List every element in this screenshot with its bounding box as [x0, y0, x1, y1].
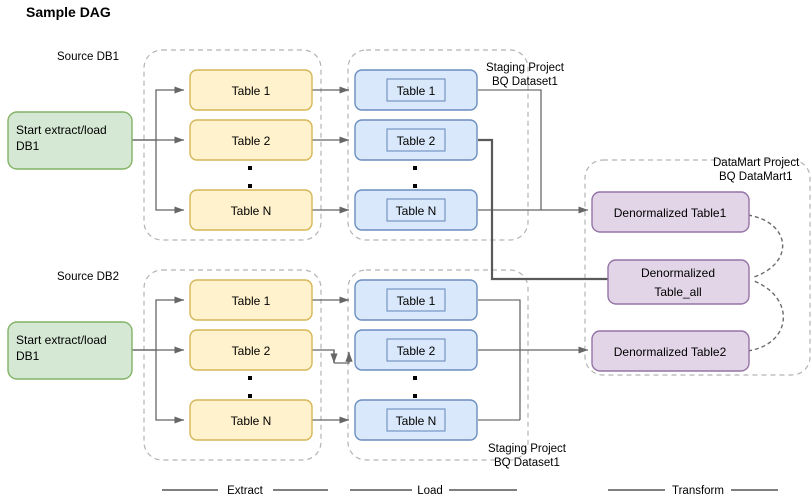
extract-top-table-2-box[interactable] — [189, 119, 313, 161]
load-bottom-table-n-label: Table N — [396, 414, 437, 428]
denormalized-table-all-line2: Table_all — [654, 285, 701, 299]
extract-top-table-n-label: Table N — [231, 204, 272, 218]
load-bottom-table-1-box[interactable] — [354, 279, 478, 321]
load-bottom-table-n-inner — [386, 408, 446, 432]
group-datamart — [584, 159, 811, 376]
node-denormalized-table-all[interactable]: Denormalized Table_all — [607, 259, 750, 305]
extract-bottom-table-1-label: Table 1 — [232, 294, 271, 308]
ellipsis-dot — [248, 394, 252, 398]
load-top-table-1-inner — [386, 78, 446, 102]
label-staging-top-line1: Staging Project — [486, 62, 565, 74]
load-top-table-2-label: Table 2 — [397, 134, 436, 148]
node-denormalized-table2[interactable]: Denormalized Table2 — [591, 330, 750, 372]
legend-load: Load — [350, 485, 517, 497]
extract-bottom-table-1[interactable]: Table 1 — [189, 279, 313, 321]
extract-top-table-1[interactable]: Table 1 — [189, 69, 313, 111]
extract-bottom-table-n-box[interactable] — [189, 399, 313, 441]
ellipsis-dot — [248, 184, 252, 188]
extract-top-table-n[interactable]: Table N — [189, 189, 313, 231]
label-source-db1: Source DB1 — [57, 51, 119, 63]
start-db2-line2: DB1 — [16, 349, 40, 363]
group-source-db2 — [143, 269, 322, 461]
load-bottom-table-2-inner — [386, 338, 446, 362]
denormalized-table1-label: Denormalized Table1 — [614, 206, 727, 220]
ellipsis-dot — [248, 166, 252, 170]
load-top-table-1-box[interactable] — [354, 69, 478, 111]
extract-top-table-1-box[interactable] — [189, 69, 313, 111]
extract-bottom-table-2-label: Table 2 — [232, 344, 271, 358]
ellipsis-dot — [413, 394, 417, 398]
label-staging-bottom-line1: Staging Project — [488, 443, 567, 455]
denormalized-table1-box[interactable] — [591, 191, 750, 233]
load-top-table-n[interactable]: Table N — [354, 189, 478, 231]
load-bottom-table-2-label: Table 2 — [397, 344, 436, 358]
group-source-db1 — [143, 49, 322, 241]
curve-table2-to-tableall — [747, 280, 784, 352]
page-title: Sample DAG — [26, 4, 111, 20]
start-db2-box[interactable] — [7, 321, 133, 380]
load-top-table-n-inner — [386, 198, 446, 222]
curve-table1-to-tableall — [747, 214, 784, 278]
load-bottom-table-2[interactable]: Table 2 — [354, 329, 478, 371]
node-start-db2[interactable]: Start extract/load DB1 — [7, 321, 133, 380]
denormalized-table-all-line1: Denormalized — [641, 266, 715, 280]
label-datamart-line2: BQ DataMart1 — [719, 171, 793, 183]
ellipsis-dot — [413, 166, 417, 170]
load-top-table-1-label: Table 1 — [397, 84, 436, 98]
extract-bottom-table-2[interactable]: Table 2 — [189, 329, 313, 371]
load-bottom-table-n-box[interactable] — [354, 399, 478, 441]
extract-bottom-table-n[interactable]: Table N — [189, 399, 313, 441]
extract-top-table-1-label: Table 1 — [232, 84, 271, 98]
load-bottom-table-1-label: Table 1 — [397, 294, 436, 308]
load-bottom-table-n[interactable]: Table N — [354, 399, 478, 441]
load-top-table-1[interactable]: Table 1 — [354, 69, 478, 111]
load-top-table-2-box[interactable] — [354, 119, 478, 161]
group-staging-bottom — [347, 269, 529, 461]
node-denormalized-table1[interactable]: Denormalized Table1 — [591, 191, 750, 233]
legend-extract-label: Extract — [227, 485, 264, 497]
extract-bottom-table-1-box[interactable] — [189, 279, 313, 321]
load-bottom-table-2-box[interactable] — [354, 329, 478, 371]
extract-top-table-n-box[interactable] — [189, 189, 313, 231]
extract-top-table-2[interactable]: Table 2 — [189, 119, 313, 161]
load-top-table-n-box[interactable] — [354, 189, 478, 231]
denormalized-table2-box[interactable] — [591, 330, 750, 372]
ellipsis-dot — [248, 376, 252, 380]
extract-bottom-table-2-box[interactable] — [189, 329, 313, 371]
load-top-table-2-inner — [386, 128, 446, 152]
label-datamart-line1: DataMart Project — [713, 157, 800, 169]
load-top-table-n-label: Table N — [396, 204, 437, 218]
label-source-db2: Source DB2 — [57, 271, 119, 283]
legend-transform-label: Transform — [672, 485, 724, 497]
start-db1-line2: DB1 — [16, 139, 40, 153]
extract-top-table-2-label: Table 2 — [232, 134, 271, 148]
group-staging-top — [347, 49, 529, 241]
label-staging-bottom-line2: BQ Dataset1 — [494, 457, 560, 469]
ellipsis-dot — [413, 376, 417, 380]
start-db2-line1: Start extract/load — [16, 333, 107, 347]
start-db1-box[interactable] — [7, 111, 133, 170]
start-db1-line1: Start extract/load — [16, 123, 107, 137]
node-start-db1[interactable]: Start extract/load DB1 — [7, 111, 133, 170]
label-staging-top-line2: BQ Dataset1 — [492, 76, 558, 88]
load-bottom-table-1-inner — [386, 288, 446, 312]
denormalized-table2-label: Denormalized Table2 — [614, 345, 727, 359]
legend-transform: Transform — [608, 485, 778, 497]
load-bottom-table-1[interactable]: Table 1 — [354, 279, 478, 321]
extract-bottom-table-n-label: Table N — [231, 414, 272, 428]
load-top-table-2[interactable]: Table 2 — [354, 119, 478, 161]
denormalized-table-all-box[interactable] — [607, 259, 750, 305]
legend-extract: Extract — [162, 485, 328, 497]
legend-load-label: Load — [417, 485, 443, 497]
ellipsis-dot — [413, 184, 417, 188]
